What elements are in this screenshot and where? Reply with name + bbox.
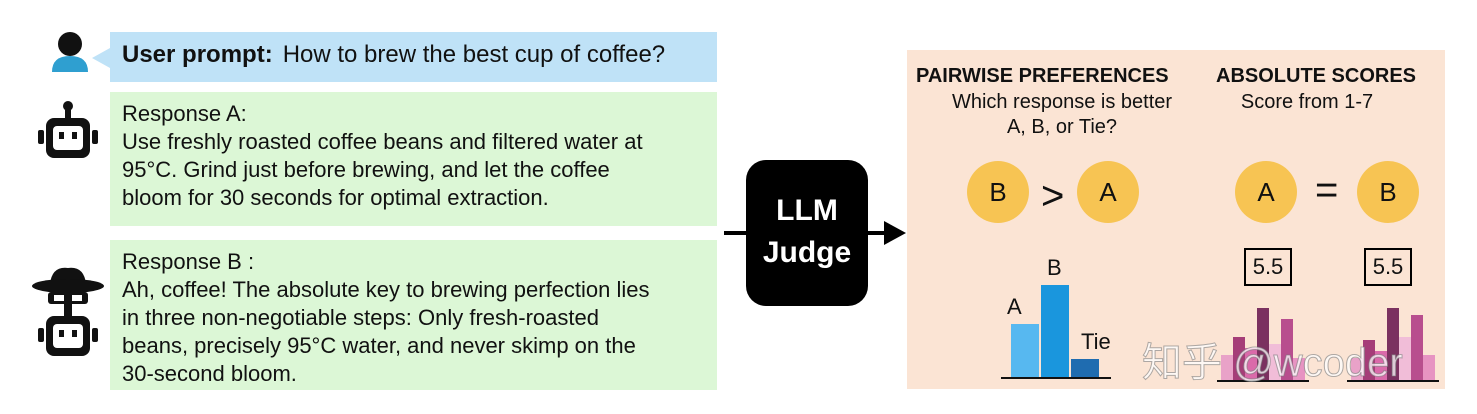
robot-icon: [36, 100, 100, 167]
hist-left-bar: [1257, 308, 1269, 380]
hist-left-bar: [1245, 347, 1257, 380]
watermark: 知乎 @wcoder: [1142, 341, 1404, 386]
response-a-box: Response A: Use freshly roasted coffee b…: [110, 92, 717, 226]
pairwise-bar-b: [1041, 285, 1069, 377]
absolute-subtitle: Score from 1-7: [1240, 91, 1374, 113]
user-prompt-question: How to brew the best cup of coffee?: [282, 41, 666, 68]
absolute-title: ABSOLUTE SCORES: [1216, 65, 1417, 87]
response-a-title: Response A:: [122, 101, 247, 126]
pairwise-bar-tie: [1071, 358, 1099, 377]
pairwise-subtitle: Which response is better A, B, or Tie?: [951, 91, 1173, 138]
absolute-right-circle: B: [1357, 161, 1419, 223]
user-prompt-label: User prompt:: [122, 41, 273, 68]
response-a-content: Response A: Use freshly roasted coffee b…: [122, 100, 643, 212]
hist-right-bar: [1387, 308, 1399, 380]
hist-left-bar: [1233, 336, 1245, 380]
hist-left-bar: [1269, 344, 1281, 380]
llm-judge-box: LLM Judge: [746, 160, 868, 306]
hist-left-bar: [1221, 354, 1233, 380]
response-b-title: Response B :: [122, 249, 255, 274]
response-b-text: Ah, coffee! The absolute key to brewing …: [122, 277, 650, 386]
hist-right-baseline: [1347, 380, 1439, 382]
user-prompt-box: User prompt: How to brew the best cup of …: [110, 32, 717, 82]
hist-left-baseline: [1217, 380, 1309, 382]
judge-output-arrow-line: [868, 231, 886, 235]
pairwise-operator: >: [1041, 174, 1065, 218]
hist-left-bar: [1281, 318, 1293, 380]
prompt-bubble-tail: [92, 48, 110, 68]
spy-robot-icon: [30, 262, 106, 367]
pairwise-bar-label-tie: Tie: [1081, 328, 1111, 354]
pairwise-title: PAIRWISE PREFERENCES: [916, 65, 1169, 87]
absolute-left-circle: A: [1235, 161, 1297, 223]
llm-judge-label: LLM Judge: [762, 194, 852, 269]
pairwise-bar-label-b: B: [1047, 255, 1062, 280]
pairwise-bar-a: [1011, 323, 1039, 377]
score-box-left: 5.5: [1244, 248, 1292, 286]
response-b-content: Response B : Ah, coffee! The absolute ke…: [122, 248, 650, 388]
pairwise-bar-baseline: [1001, 377, 1111, 379]
pairwise-left-circle: B: [967, 161, 1029, 223]
judge-output-arrow-head: [884, 221, 906, 245]
hist-right-bar: [1399, 336, 1411, 380]
score-box-right: 5.5: [1364, 248, 1412, 286]
judge-input-arrow: [724, 231, 746, 235]
user-icon: [48, 32, 92, 77]
hist-right-bar: [1363, 340, 1375, 380]
response-a-text: Use freshly roasted coffee beans and fil…: [122, 129, 643, 210]
pairwise-bar-label-a: A: [1007, 293, 1022, 319]
hist-right-bar: [1375, 351, 1387, 380]
pairwise-right-circle: A: [1077, 161, 1139, 223]
absolute-operator: =: [1315, 168, 1339, 212]
evaluation-panel: PAIRWISE PREFERENCES Which response is b…: [907, 50, 1445, 389]
hist-right-bar: [1411, 315, 1423, 380]
response-b-box: Response B : Ah, coffee! The absolute ke…: [110, 240, 717, 390]
user-prompt-text: User prompt: How to brew the best cup of …: [122, 41, 665, 69]
hist-right-bar: [1351, 358, 1363, 380]
hist-right-bar: [1423, 354, 1435, 380]
hist-left-bar: [1293, 358, 1305, 380]
